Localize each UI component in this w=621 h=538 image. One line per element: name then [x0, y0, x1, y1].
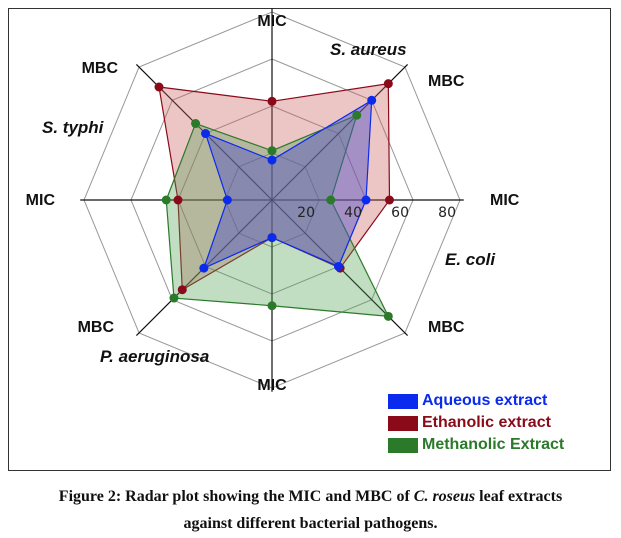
- data-point: [361, 195, 371, 205]
- legend-item-methanolic: Methanolic Extract: [388, 434, 564, 456]
- legend: Aqueous extract Ethanolic extract Methan…: [388, 390, 564, 456]
- data-point: [267, 146, 277, 156]
- legend-item-ethanolic: Ethanolic extract: [388, 412, 564, 434]
- pathogen-label: S. typhi: [42, 118, 105, 137]
- legend-item-aqueous: Aqueous extract: [388, 390, 564, 412]
- data-point: [385, 195, 394, 205]
- axis-label: MIC: [257, 377, 287, 394]
- data-point: [333, 261, 343, 271]
- data-point: [201, 129, 211, 139]
- axis-label: MBC: [82, 60, 119, 77]
- data-point: [367, 95, 377, 105]
- data-point: [326, 195, 336, 205]
- data-point: [383, 79, 393, 89]
- data-point: [177, 285, 187, 295]
- axis-label: MIC: [490, 192, 520, 209]
- data-point: [352, 110, 362, 120]
- data-point: [191, 119, 201, 129]
- axis-label: MIC: [257, 13, 287, 30]
- radial-tick-label: 60: [391, 205, 409, 221]
- radial-tick-label: 40: [344, 205, 362, 221]
- axis-line: [271, 63, 409, 201]
- axis-label: MBC: [428, 73, 465, 90]
- radial-tick-label: 20: [297, 205, 315, 221]
- axis-label: MBC: [428, 319, 465, 336]
- data-point: [383, 311, 393, 321]
- axis-label: MBC: [78, 319, 115, 336]
- axis-label: MIC: [26, 192, 56, 209]
- data-point: [161, 195, 171, 205]
- data-point: [267, 301, 277, 311]
- data-point: [267, 96, 277, 106]
- pathogen-label: E. coli: [445, 250, 496, 269]
- figure-frame: [8, 8, 611, 471]
- data-point: [199, 263, 209, 273]
- figure-caption: Figure 2: Radar plot showing the MIC and…: [58, 488, 563, 532]
- data-point: [222, 195, 232, 205]
- pathogen-label: P. aeruginosa: [100, 347, 209, 366]
- data-point: [169, 293, 179, 303]
- radial-tick-label: 80: [438, 205, 456, 221]
- pathogen-label: S. aureus: [330, 40, 407, 59]
- data-point: [173, 195, 183, 205]
- data-point: [267, 155, 277, 165]
- data-point: [267, 233, 277, 243]
- data-point: [154, 82, 164, 92]
